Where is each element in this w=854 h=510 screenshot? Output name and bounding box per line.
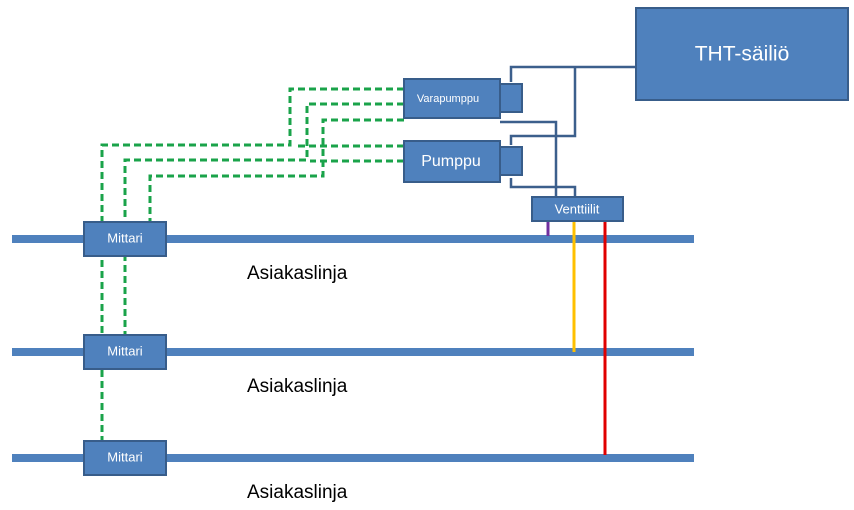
customer-line-label: Asiakaslinja: [247, 482, 348, 503]
customer-line-label: Asiakaslinja: [247, 376, 348, 397]
meter-label: Mittari: [107, 230, 143, 245]
customer-line-label: Asiakaslinja: [247, 263, 348, 284]
valves-label: Venttiilit: [555, 201, 600, 216]
pipes: [500, 65, 636, 197]
pump-label: Pumppu: [421, 153, 481, 170]
pipe-tank-drop: [509, 67, 577, 145]
valves: Venttiilit: [531, 196, 624, 222]
meter-label: Mittari: [107, 449, 143, 464]
pipe-backup-to-valves: [500, 120, 558, 197]
meter-2: Mittari: [83, 334, 167, 370]
tht-tank: THT-säiliö: [635, 7, 849, 101]
valve-outputs: [546, 220, 607, 455]
meter-label: Mittari: [107, 343, 143, 358]
meter-box: [83, 334, 167, 370]
backup-pump-label: Varapumppu: [417, 93, 479, 105]
pump-nozzle: [499, 146, 523, 176]
tht-tank-box: [635, 7, 849, 101]
pipe-pump-to-valves: [509, 178, 577, 197]
backup-pump: Varapumppu: [403, 78, 523, 119]
signal-line-backup-pump-mid: [123, 102, 404, 334]
meter-box: [83, 440, 167, 476]
meters: Mittari Mittari Mittari: [83, 221, 167, 476]
meter-1: Mittari: [83, 221, 167, 257]
pump: Pumppu: [403, 140, 523, 183]
signal-line-backup-pump-inner: [148, 118, 404, 222]
customer-line-labels: Asiakaslinja Asiakaslinja Asiakaslinja: [247, 263, 348, 503]
backup-pump-nozzle: [499, 83, 523, 113]
meter-3: Mittari: [83, 440, 167, 476]
tht-tank-label: THT-säiliö: [695, 43, 790, 66]
valves-box: [531, 196, 624, 222]
pipe-tank-feed: [509, 65, 636, 82]
meter-box: [83, 221, 167, 257]
backup-pump-body: [403, 78, 501, 119]
